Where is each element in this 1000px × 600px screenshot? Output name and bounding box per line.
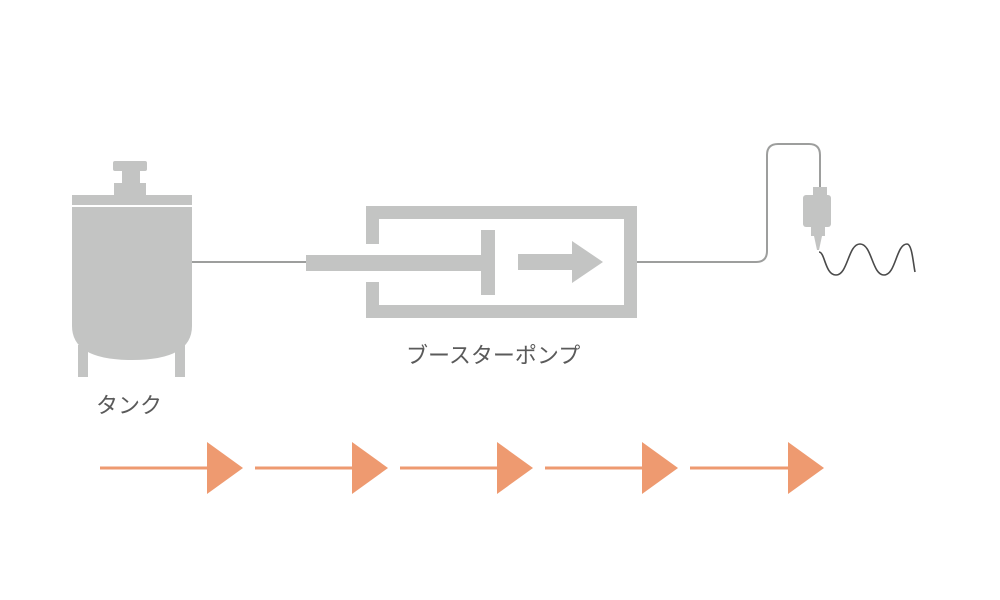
nozzle-tip	[814, 236, 822, 250]
spray-wave	[818, 243, 916, 276]
tank-leg-right	[175, 345, 185, 377]
pipe-pump-to-nozzle	[637, 143, 821, 263]
flow-arrow-3	[400, 442, 533, 494]
flow-arrow-4	[545, 442, 678, 494]
booster-pump	[306, 206, 637, 318]
tank-cap-base	[114, 183, 146, 195]
flow-arrow-5	[690, 442, 824, 494]
flow-arrow-2	[255, 442, 388, 494]
tank-label: タンク	[96, 394, 162, 419]
tank-cap-neck	[122, 171, 140, 183]
nozzle-body	[803, 195, 831, 227]
tank-leg-left	[78, 345, 88, 377]
pump-piston-rod	[306, 255, 482, 271]
spray-nozzle	[803, 187, 831, 250]
booster-pump-label: ブースターポンプ	[406, 344, 580, 369]
tank-body	[72, 207, 192, 360]
tank	[72, 161, 192, 377]
tank-cap-top	[113, 161, 147, 171]
pump-arrow-head	[572, 241, 603, 283]
nozzle-body-top	[813, 187, 827, 196]
pump-arrow-shaft	[518, 254, 574, 270]
nozzle-collar	[811, 227, 825, 236]
tank-rim	[72, 195, 192, 205]
flow-arrow-1	[100, 442, 243, 494]
flow-arrows	[100, 442, 824, 494]
pump-piston-head	[481, 230, 495, 295]
pump-casing	[366, 206, 637, 318]
